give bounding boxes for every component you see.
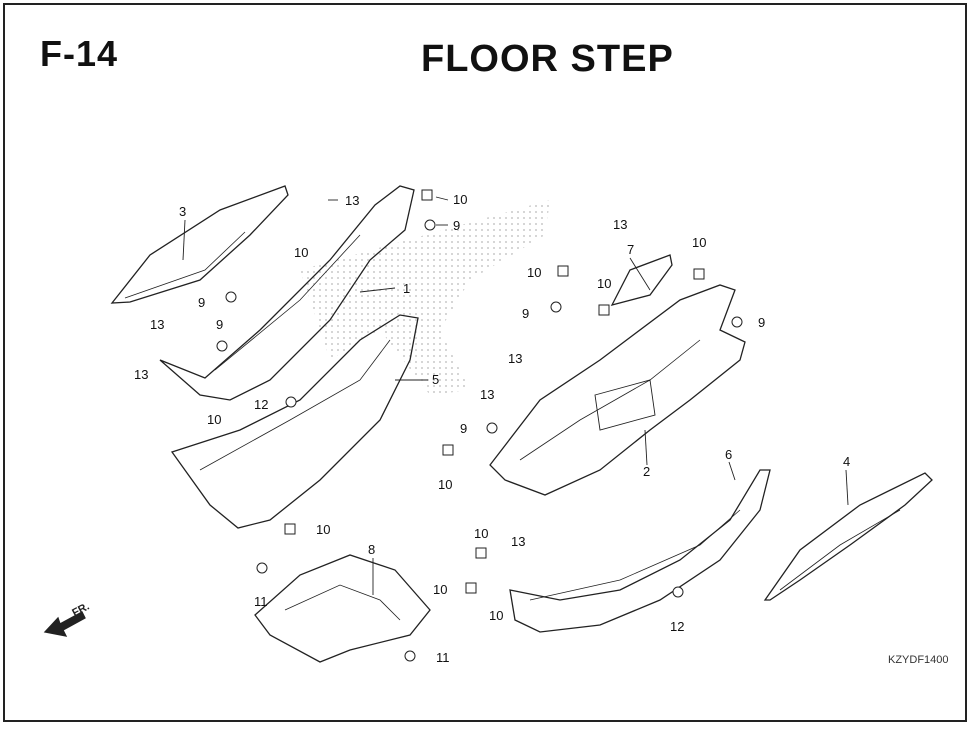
callout-10: 10: [474, 526, 489, 541]
callout-3: 3: [179, 204, 187, 219]
callout-10: 10: [294, 245, 309, 260]
clip-9: [486, 422, 498, 434]
part-7-small-cover: [610, 254, 673, 306]
callout-2: 2: [643, 464, 651, 479]
callout-10: 10: [453, 192, 468, 207]
clip-9: [731, 316, 743, 328]
callout-9: 9: [198, 295, 206, 310]
part-8-under-cover: [254, 554, 431, 663]
clip-9: [550, 301, 562, 313]
callout-13: 13: [134, 367, 149, 382]
callout-10: 10: [316, 522, 331, 537]
nut-10: [598, 304, 610, 316]
figure-code: KZYDF1400: [888, 654, 949, 666]
callout-8: 8: [368, 542, 376, 557]
clip-9: [424, 219, 436, 231]
nut-10: [475, 547, 487, 559]
callout-10: 10: [527, 265, 542, 280]
bolt-11: [256, 562, 268, 574]
callout-13: 13: [508, 351, 523, 366]
clip-9: [225, 291, 237, 303]
front-direction-arrow: [43, 611, 86, 637]
callout-10: 10: [489, 608, 504, 623]
callout-13: 13: [345, 193, 360, 208]
callout-6: 6: [725, 447, 733, 462]
bolt-12: [672, 586, 684, 598]
part-1-floor-cover: [159, 185, 415, 401]
callout-10: 10: [438, 477, 453, 492]
bolt-11: [404, 650, 416, 662]
bolt-12: [285, 396, 297, 408]
nut-10: [557, 265, 569, 277]
callout-10: 10: [692, 235, 707, 250]
callout-5: 5: [432, 372, 440, 387]
nut-10: [284, 523, 296, 535]
clip-9: [216, 340, 228, 352]
callout-11: 11: [254, 594, 268, 609]
callout-13: 13: [480, 387, 495, 402]
nut-10: [442, 444, 454, 456]
callout-10: 10: [597, 276, 612, 291]
callout-9: 9: [216, 317, 224, 332]
page-title: FLOOR STEP: [421, 38, 674, 80]
callout-4: 4: [843, 454, 851, 469]
callout-13: 13: [511, 534, 526, 549]
callout-9: 9: [522, 306, 530, 321]
callout-12: 12: [670, 619, 685, 634]
nut-10: [693, 268, 705, 280]
callout-9: 9: [460, 421, 468, 436]
nut-10: [421, 189, 433, 201]
callout-12: 12: [254, 397, 269, 412]
callout-9: 9: [453, 218, 461, 233]
part-4-side-cover-right: [763, 472, 933, 601]
callout-13: 13: [150, 317, 165, 332]
callout-11: 11: [436, 650, 450, 665]
callout-10: 10: [207, 412, 222, 427]
wing-watermark: [300, 200, 550, 395]
nut-10: [465, 582, 477, 594]
callout-10: 10: [433, 582, 448, 597]
callout-7: 7: [627, 242, 635, 257]
callout-13: 13: [613, 217, 628, 232]
diagram-frame: [3, 3, 967, 722]
part-5-inner-panel: [170, 314, 419, 529]
part-6-side-skirt: [509, 469, 771, 633]
part-3-side-cover-left: [110, 185, 289, 304]
section-code: F-14: [40, 33, 119, 74]
callout-1: 1: [403, 281, 411, 296]
callout-9: 9: [758, 315, 766, 330]
part-2-floor-step: [489, 284, 746, 496]
